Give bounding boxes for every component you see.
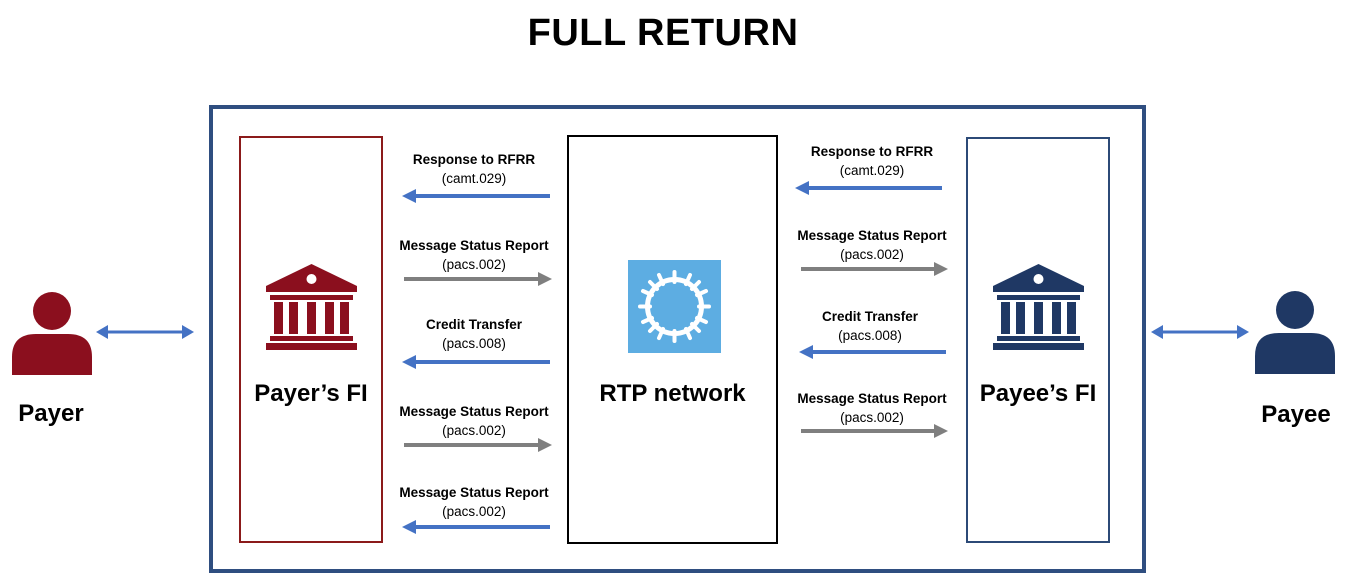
payer-fi-label: Payer’s FI [254, 380, 368, 407]
payer-label: Payer [18, 400, 84, 427]
message-code: (pacs.002) [442, 504, 506, 519]
message-name: Message Status Report [399, 404, 549, 419]
message-name: Credit Transfer [425, 317, 523, 332]
payee-person-icon [1255, 291, 1335, 374]
left-message-1: Response to RFRR (camt.029) [389, 150, 559, 188]
payee-label: Payee [1261, 401, 1331, 428]
message-code: (pacs.002) [442, 423, 506, 438]
message-code: (pacs.002) [840, 410, 904, 425]
rtp-network-label: RTP network [599, 380, 746, 407]
message-code: (pacs.002) [840, 247, 904, 262]
message-name: Message Status Report [797, 228, 947, 243]
message-code: (pacs.008) [442, 336, 506, 351]
message-name: Message Status Report [399, 238, 549, 253]
right-message-3: Credit Transfer (pacs.008) [785, 307, 955, 345]
message-name: Response to RFRR [810, 144, 934, 159]
message-code: (pacs.008) [838, 328, 902, 343]
payee-fi-label: Payee’s FI [979, 380, 1097, 407]
network-frame [209, 105, 1146, 573]
payee-link-arrow [1151, 325, 1249, 339]
message-name: Message Status Report [797, 391, 947, 406]
left-arrow-2 [404, 272, 552, 286]
left-message-4: Message Status Report (pacs.002) [389, 402, 559, 440]
left-arrow-1 [402, 189, 550, 203]
left-arrow-5 [402, 520, 550, 534]
right-arrow-4 [801, 424, 948, 438]
message-code: (camt.029) [441, 171, 507, 186]
right-arrow-1 [795, 181, 942, 195]
message-name: Credit Transfer [821, 309, 919, 324]
message-name: Response to RFRR [412, 152, 536, 167]
right-arrow-2 [801, 262, 948, 276]
payer-fi-bank-icon [266, 264, 357, 350]
message-code: (camt.029) [839, 163, 905, 178]
left-message-5: Message Status Report (pacs.002) [389, 483, 559, 521]
left-arrow-4 [404, 438, 552, 452]
payer-person-icon [12, 292, 92, 375]
left-message-2: Message Status Report (pacs.002) [389, 236, 559, 274]
right-arrow-3 [799, 345, 946, 359]
message-code: (pacs.002) [442, 257, 506, 272]
rtp-logo-icon [628, 260, 721, 353]
payee-fi-bank-icon [993, 264, 1084, 350]
right-message-4: Message Status Report (pacs.002) [787, 389, 957, 427]
right-message-2: Message Status Report (pacs.002) [787, 226, 957, 264]
payer-link-arrow [96, 325, 194, 339]
diagram-title: FULL RETURN [527, 12, 799, 54]
left-message-3: Credit Transfer (pacs.008) [389, 315, 559, 353]
message-name: Message Status Report [399, 485, 549, 500]
left-arrow-3 [402, 355, 550, 369]
right-message-1: Response to RFRR (camt.029) [787, 142, 957, 180]
